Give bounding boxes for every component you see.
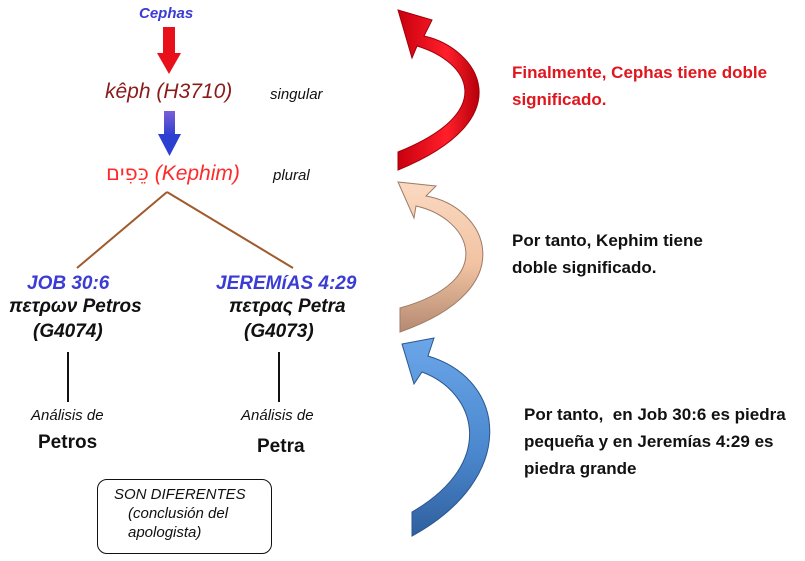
- conclusion-line-3: apologista): [128, 524, 202, 541]
- blue-curved-arrow: [401, 337, 491, 537]
- note-middle-line-2: doble significado.: [512, 258, 657, 277]
- note-middle-line-1: Por tanto, Kephim tiene: [512, 231, 703, 250]
- kephim-label: כֵּפִים (Kephim): [106, 161, 240, 186]
- conclusion-box: SON DIFERENTES (conclusión del apologist…: [97, 479, 272, 554]
- analysis-word-petra: Petra: [257, 436, 305, 457]
- blue-down-arrow: [158, 111, 181, 156]
- red-curved-arrow: [397, 9, 480, 171]
- red-down-arrow: [157, 27, 181, 74]
- strong-g4074: (G4074): [33, 321, 103, 342]
- branch-line-left: [76, 191, 168, 269]
- jeremias-ref: JEREMíAS 4:29: [216, 273, 357, 294]
- note-top: Finalmente, Cephas tiene doble significa…: [512, 59, 802, 113]
- branch-line-right: [166, 191, 294, 269]
- note-bottom-line-2: pequeña y en Jeremías 4:29 es: [524, 432, 774, 451]
- plural-label: plural: [273, 167, 310, 184]
- note-top-line-1: Finalmente, Cephas tiene doble: [512, 63, 768, 82]
- greek-petra: πετρας Petra: [229, 296, 346, 317]
- note-bottom: Por tanto, en Job 30:6 es piedra pequeña…: [524, 401, 802, 482]
- cephas-label: Cephas: [139, 5, 194, 22]
- analysis-label-right: Análisis de: [241, 407, 314, 424]
- kephim-text: (Kephim): [154, 162, 240, 185]
- note-top-line-2: significado.: [512, 90, 607, 109]
- conclusion-line-1: SON DIFERENTES: [114, 486, 246, 503]
- greek-petros: πετρων Petros: [9, 296, 142, 317]
- strong-g4073: (G4073): [244, 321, 314, 342]
- analysis-word-petros: Petros: [38, 432, 98, 453]
- kephim-hebrew: כֵּפִים: [106, 161, 149, 185]
- keph-label: kêph (H3710): [105, 80, 233, 103]
- conclusion-line-2: (conclusión del: [128, 505, 229, 522]
- peach-curved-arrow: [397, 181, 484, 333]
- note-bottom-line-3: piedra grande: [524, 459, 637, 478]
- singular-label: singular: [270, 86, 323, 103]
- note-bottom-line-1: Por tanto, en Job 30:6 es piedra: [524, 405, 786, 424]
- analysis-label-left: Análisis de: [31, 407, 104, 424]
- note-middle: Por tanto, Kephim tiene doble significad…: [512, 227, 792, 281]
- job-ref: JOB 30:6: [27, 273, 110, 294]
